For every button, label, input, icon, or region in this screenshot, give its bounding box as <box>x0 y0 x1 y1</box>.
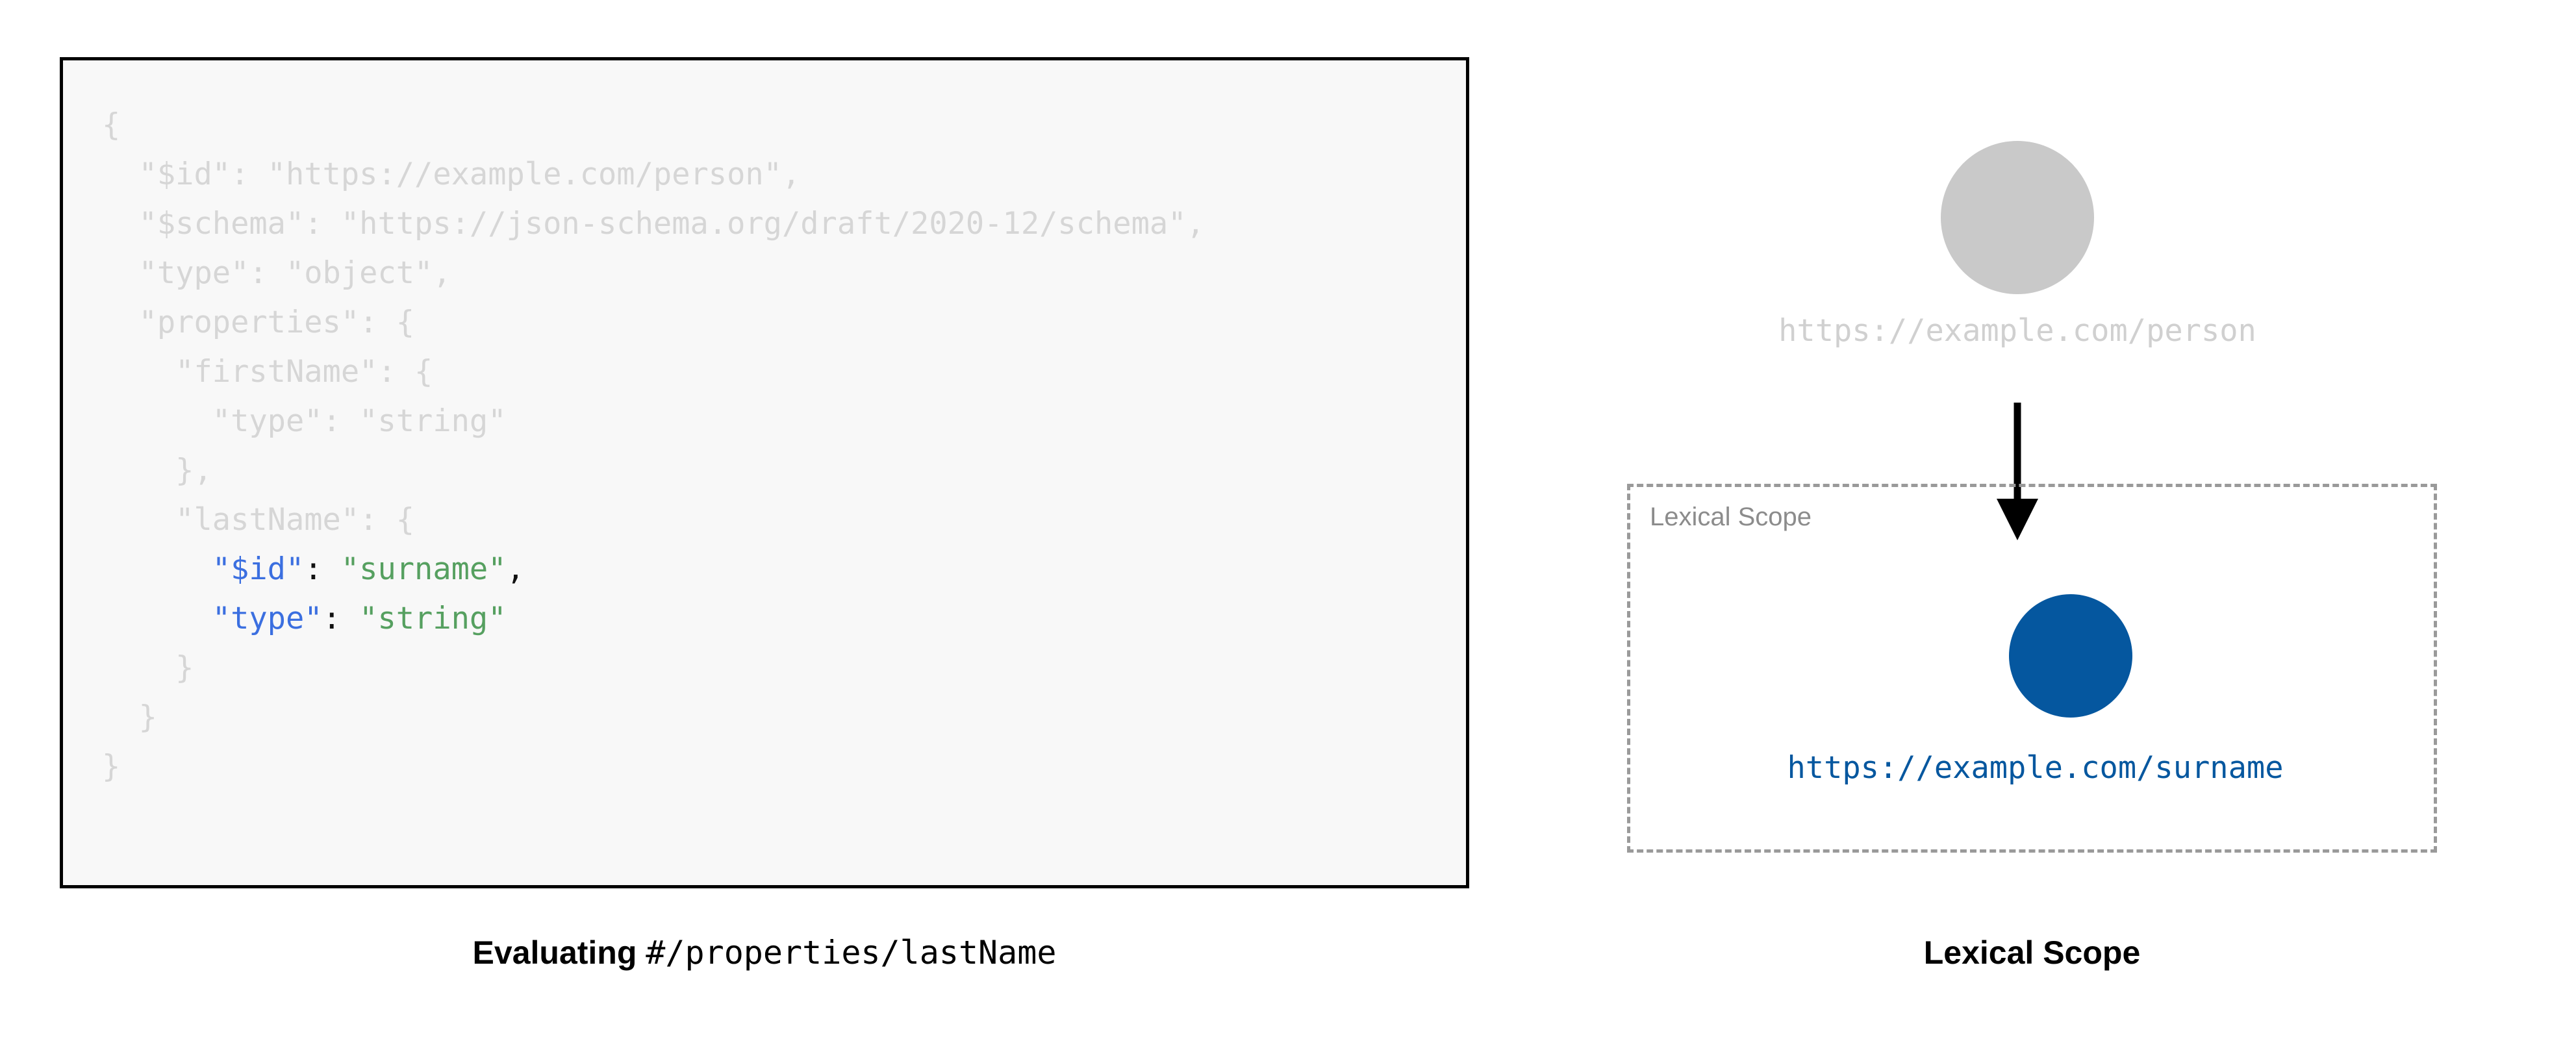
surname-schema-node-circle <box>2009 594 2132 718</box>
code-line: "properties": { <box>102 298 1205 347</box>
code-line: "type": "string" <box>102 397 1205 446</box>
lexical-scope-box-label: Lexical Scope <box>1650 503 1812 531</box>
left-caption-pointer: #/properties/lastName <box>646 934 1057 971</box>
code-line: "firstName": { <box>102 347 1205 397</box>
left-caption: Evaluating #/properties/lastName <box>60 934 1469 971</box>
code-token: "$id" <box>212 551 305 587</box>
code-line: "$schema": "https://json-schema.org/draf… <box>102 199 1205 249</box>
code-token: "type": "string" <box>102 403 507 439</box>
code-token: "properties": { <box>102 305 415 340</box>
root-schema-node-circle <box>1941 141 2094 294</box>
code-token: , <box>506 551 525 587</box>
code-line: } <box>102 644 1205 693</box>
schema-code-panel: { "$id": "https://example.com/person", "… <box>60 57 1469 888</box>
root-schema-uri-label: https://example.com/person <box>1778 313 2256 349</box>
code-token: : <box>304 551 341 587</box>
code-token: "string" <box>359 601 507 636</box>
code-line: "type": "string" <box>102 594 1205 644</box>
right-caption: Lexical Scope <box>1923 934 2141 971</box>
code-token: : <box>322 601 360 636</box>
scope-arrow-icon <box>1997 403 2038 540</box>
surname-schema-uri-label: https://example.com/surname <box>1787 750 2284 786</box>
code-token: "type" <box>212 601 323 636</box>
json-schema-code: { "$id": "https://example.com/person", "… <box>102 101 1205 792</box>
code-line: "lastName": { <box>102 495 1205 545</box>
code-token <box>102 601 212 636</box>
code-line: } <box>102 693 1205 742</box>
code-token: "surname" <box>340 551 507 587</box>
code-line: } <box>102 742 1205 792</box>
code-token: "$schema": "https://json-schema.org/draf… <box>102 206 1205 242</box>
code-token: "type": "object", <box>102 255 451 291</box>
code-token: { <box>102 107 121 143</box>
code-line: "type": "object", <box>102 249 1205 298</box>
code-token: "firstName": { <box>102 354 433 390</box>
lexical-scope-diagram: https://example.com/person Lexical Scope… <box>1559 52 2501 896</box>
code-token: "$id": "https://example.com/person", <box>102 156 801 192</box>
left-caption-bold: Evaluating <box>472 934 637 971</box>
lexical-scope-box: Lexical Scope https://example.com/surnam… <box>1627 484 2437 853</box>
code-token: } <box>102 699 157 735</box>
code-token: } <box>102 749 121 784</box>
code-line: "$id": "surname", <box>102 545 1205 594</box>
code-token: } <box>102 650 194 686</box>
code-token: }, <box>102 453 212 488</box>
code-token: "lastName": { <box>102 502 415 538</box>
code-token <box>102 551 212 587</box>
code-line: }, <box>102 446 1205 495</box>
code-line: "$id": "https://example.com/person", <box>102 150 1205 199</box>
code-line: { <box>102 101 1205 150</box>
